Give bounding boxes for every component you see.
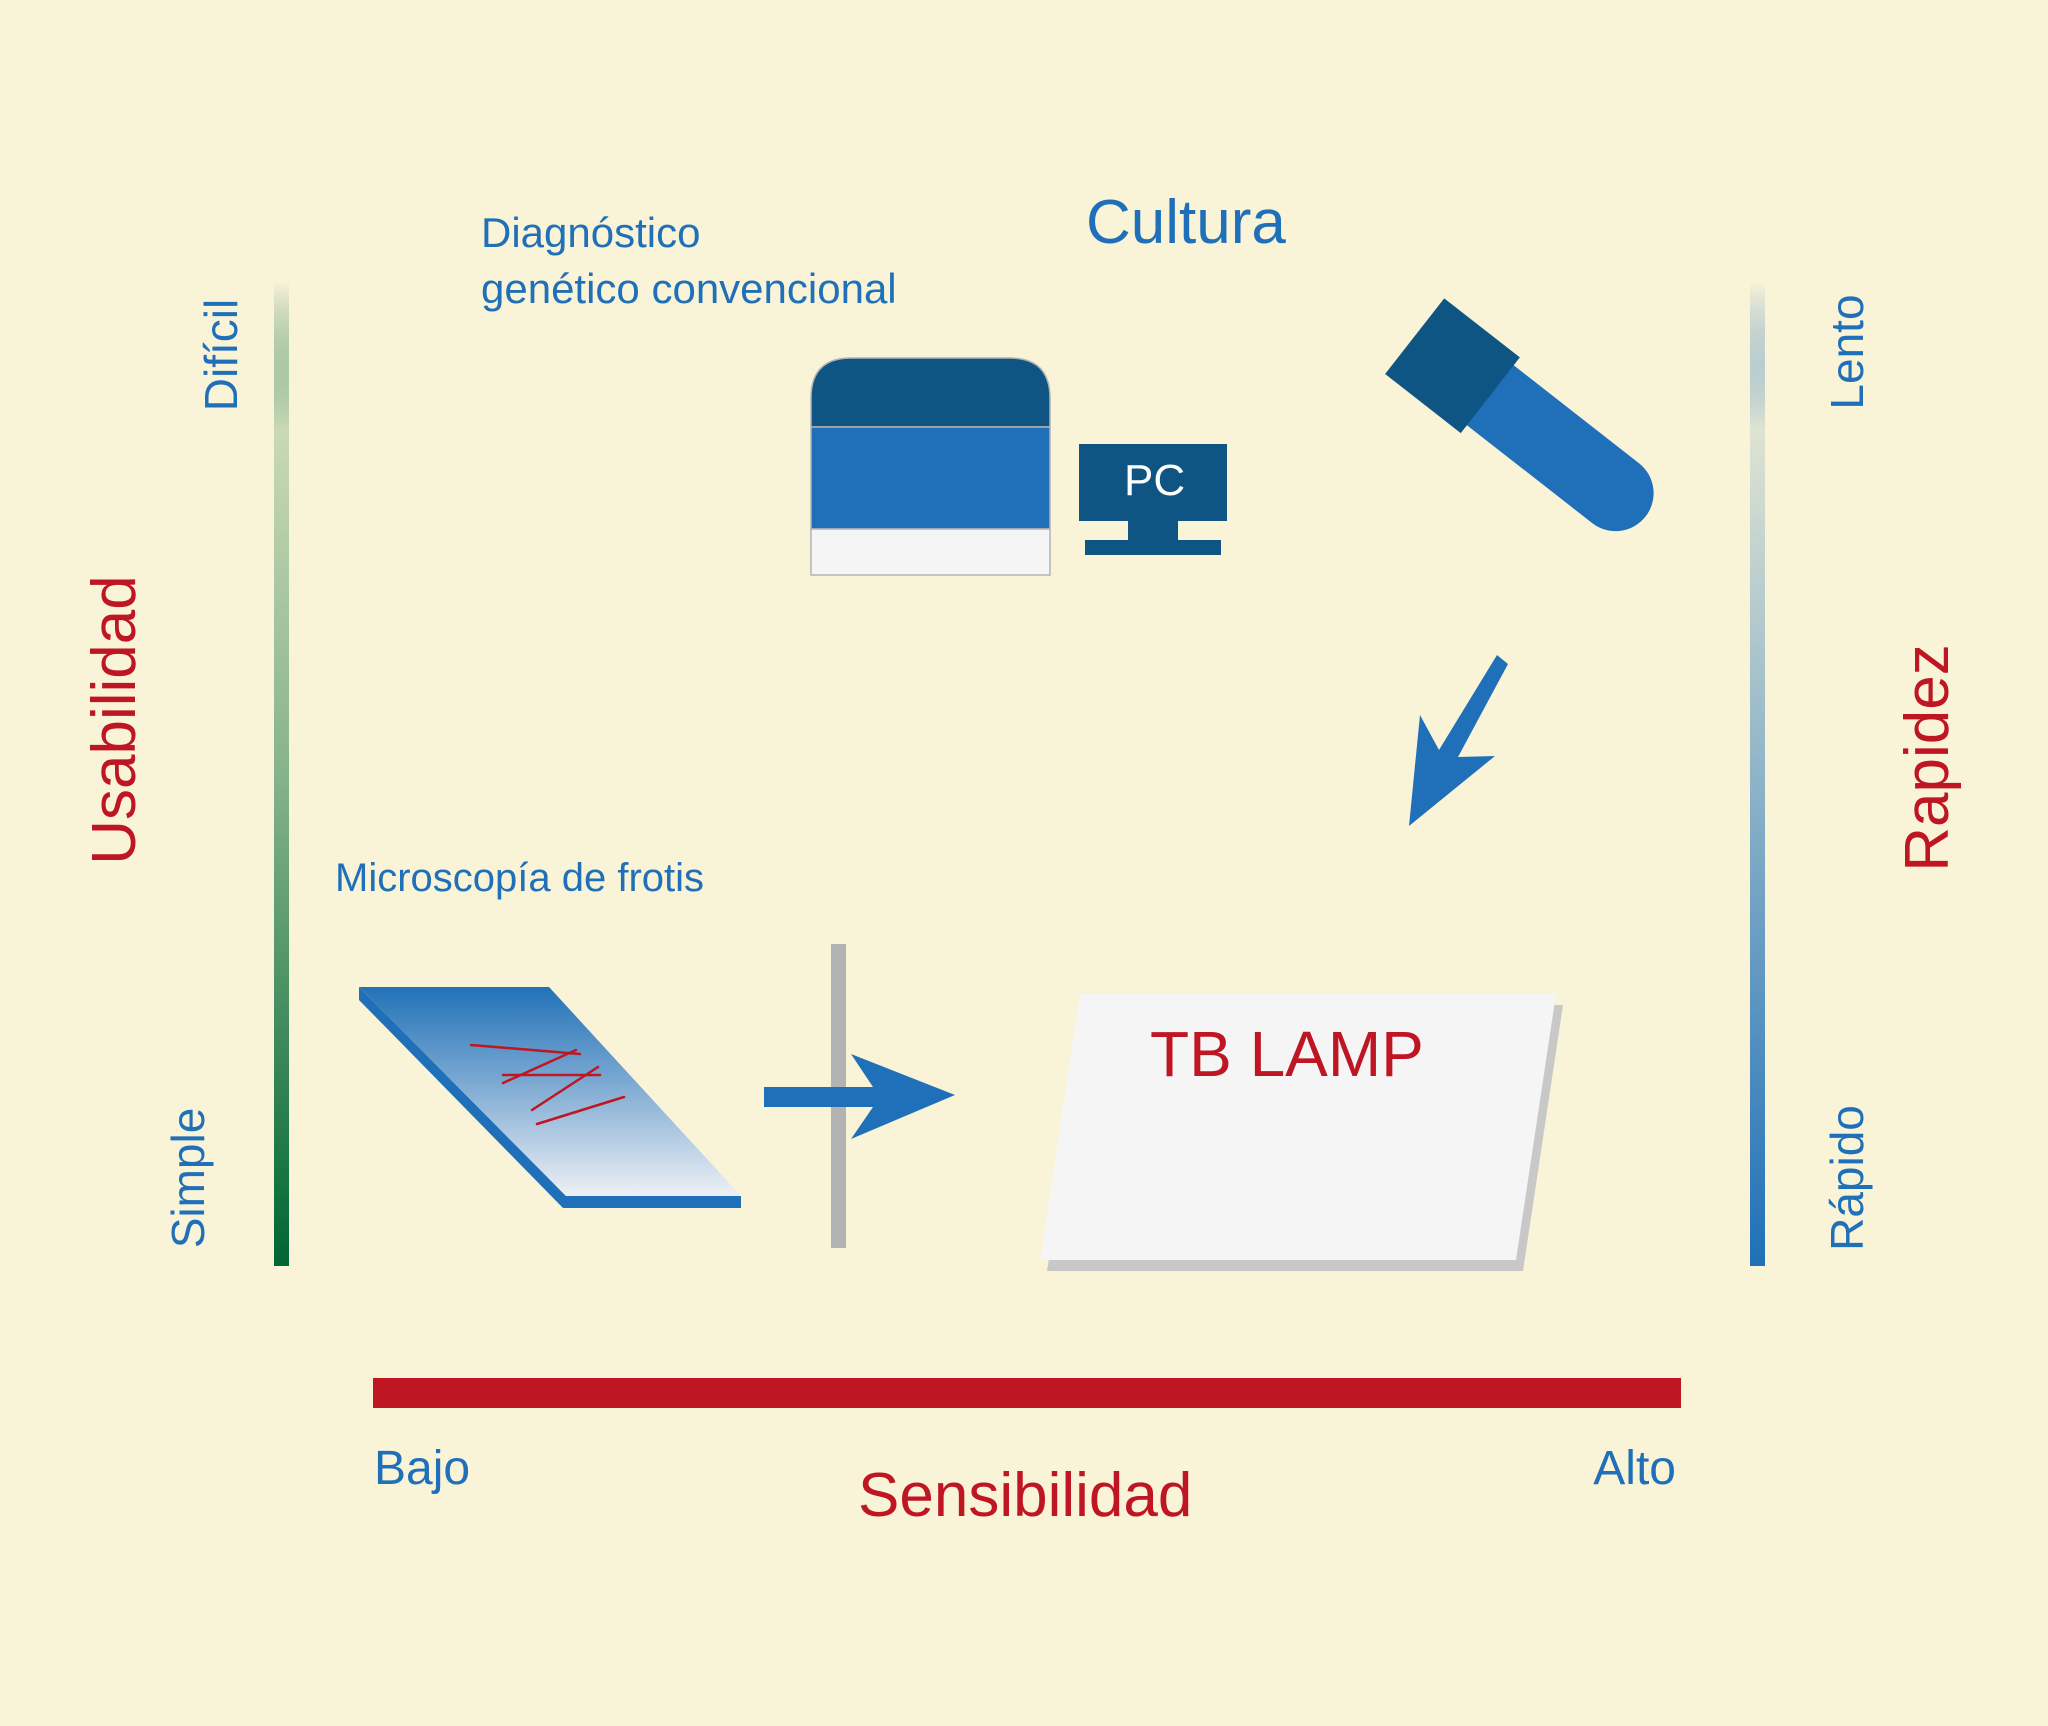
rapidez-axis-bar xyxy=(1750,282,1765,1266)
arrow-down-left-icon xyxy=(1409,655,1508,826)
sensibilidad-left-label: Bajo xyxy=(374,1442,471,1495)
arrow-right-icon xyxy=(764,1054,955,1139)
diagnostico-label-line1: Diagnóstico xyxy=(481,209,701,256)
microscopia-label: Microscopía de frotis xyxy=(335,856,705,900)
sensibilidad-axis-bar xyxy=(373,1378,1681,1408)
lab-instrument-icon xyxy=(810,357,1051,576)
computer-monitor-icon xyxy=(1079,444,1227,555)
test-tube-icon xyxy=(1385,298,1654,532)
cultura-label: Cultura xyxy=(1086,188,1286,257)
rapidez-bottom-label: Rápido xyxy=(1821,1105,1873,1251)
usabilidad-top-label: Difícil xyxy=(195,298,247,412)
tb-lamp-box xyxy=(1040,994,1563,1271)
usabilidad-bottom-label: Simple xyxy=(162,1107,214,1249)
rapidez-top-label: Lento xyxy=(1821,294,1873,410)
tb-lamp-label: TB LAMP xyxy=(1150,1018,1424,1090)
microscope-slide-icon xyxy=(359,987,741,1208)
diagnostico-label-line2: genético convencional xyxy=(481,265,897,312)
sensibilidad-right-label: Alto xyxy=(1593,1442,1676,1495)
pc-label: PC xyxy=(1124,456,1186,505)
sensibilidad-axis-title: Sensibilidad xyxy=(858,1461,1193,1530)
usabilidad-axis-title: Usabilidad xyxy=(80,575,149,865)
rapidez-axis-title: Rapidez xyxy=(1893,644,1962,872)
usabilidad-axis-bar xyxy=(274,282,289,1266)
